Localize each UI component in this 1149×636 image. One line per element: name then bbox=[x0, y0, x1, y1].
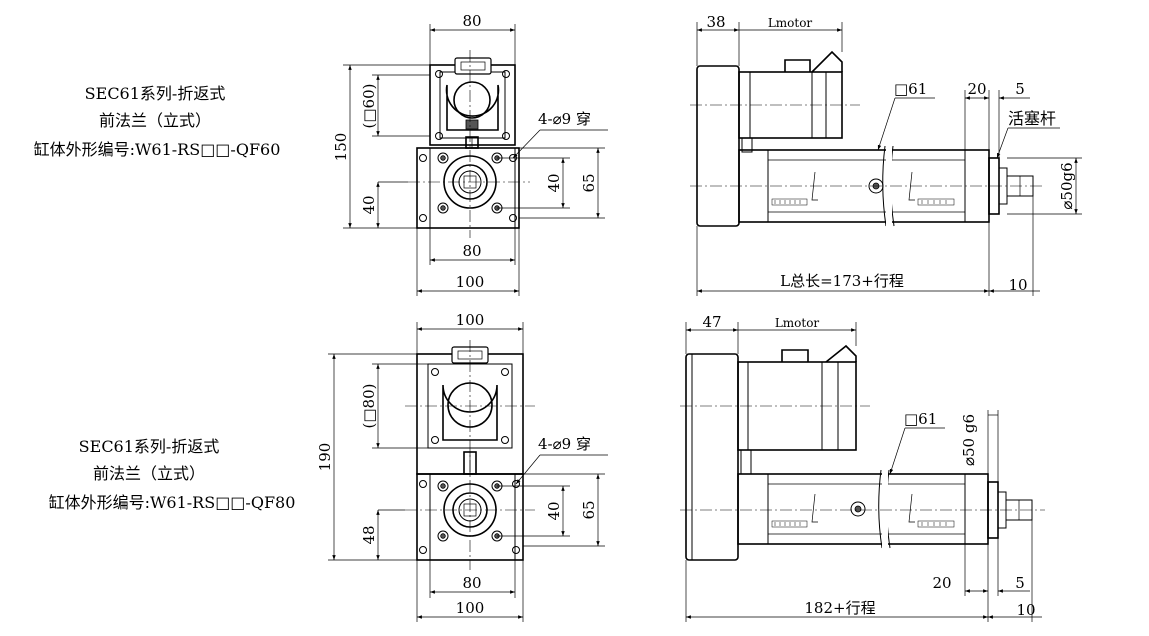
top-dim-rod-b: 5 bbox=[1015, 80, 1025, 98]
top-dim-flange-width: 100 bbox=[456, 273, 485, 291]
bottom-dim-rod-b: 5 bbox=[1015, 574, 1025, 592]
bottom-dim-height-total: 190 bbox=[316, 443, 334, 472]
bottom-dim-width-top: 100 bbox=[456, 311, 485, 329]
bottom-holes-label: 4-⌀9 穿 bbox=[538, 435, 591, 453]
bottom-dim-bottom-height: 48 bbox=[360, 525, 378, 544]
bottom-dim-inner-width: 80 bbox=[462, 574, 481, 592]
top-dim-total-length: L总长=173+行程 bbox=[780, 272, 904, 290]
top-dim-rod-diameter: ⌀50g6 bbox=[1058, 162, 1076, 209]
bottom-dim-flange-width: 100 bbox=[456, 599, 485, 617]
top-dim-inner-width: 80 bbox=[462, 242, 481, 260]
top-dim-width-top: 80 bbox=[462, 12, 481, 30]
top-title-series: SEC61系列-折返式 bbox=[85, 84, 226, 103]
top-dim-height-total: 150 bbox=[332, 133, 350, 162]
top-dim-bottom-height: 40 bbox=[360, 195, 378, 214]
top-rod-label: 活塞杆 bbox=[1008, 109, 1056, 128]
top-dim-tube-square: □61 bbox=[894, 80, 927, 98]
bottom-side-view: 47 Lmotor □61 ⌀50 g6 20 5 182+行程 10 bbox=[680, 313, 1045, 622]
top-holes-label: 4-⌀9 穿 bbox=[538, 110, 591, 128]
top-title-mount: 前法兰（立式） bbox=[99, 111, 211, 130]
bottom-model-label: 缸体外形编号:W61-RS□□-QF80 bbox=[49, 493, 296, 512]
top-dim-flange-height: 65 bbox=[580, 173, 598, 192]
bottom-dim-total-length: 182+行程 bbox=[804, 599, 875, 617]
bottom-side-flange bbox=[685, 353, 739, 561]
bottom-dim-rod-a: 20 bbox=[932, 574, 951, 592]
top-front-motor-box bbox=[429, 64, 516, 146]
bottom-dim-inner-height: 40 bbox=[545, 501, 563, 520]
bottom-front-view: 100 (□80) 190 48 40 65 4-⌀9 穿 80 bbox=[316, 311, 608, 622]
bottom-title-mount: 前法兰（立式） bbox=[93, 464, 205, 483]
bottom-dim-flange-thick: 47 bbox=[702, 313, 721, 331]
top-dim-end-length: 10 bbox=[1008, 276, 1027, 294]
top-side-flange bbox=[696, 65, 740, 227]
top-dim-flange-thick: 38 bbox=[706, 13, 725, 31]
top-dim-rod-a: 20 bbox=[967, 80, 986, 98]
top-dim-motor-length: Lmotor bbox=[768, 16, 813, 30]
top-side-view: 38 Lmotor □61 20 5 活塞杆 ⌀50g6 L总长=173+行程 … bbox=[690, 13, 1082, 296]
top-front-view: 80 (□60) 150 40 40 65 4-⌀9 穿 80 bbox=[332, 12, 608, 296]
top-dim-motor-square: (□60) bbox=[360, 84, 378, 129]
bottom-side-tube bbox=[737, 473, 989, 545]
bottom-dim-flange-height: 65 bbox=[580, 500, 598, 519]
bottom-dim-end-length: 10 bbox=[1016, 601, 1035, 619]
bottom-dim-motor-length: Lmotor bbox=[775, 316, 820, 330]
bottom-title-series: SEC61系列-折返式 bbox=[79, 437, 220, 456]
bottom-dim-rod-diameter: ⌀50 g6 bbox=[960, 414, 978, 466]
top-dim-inner-height: 40 bbox=[545, 173, 563, 192]
bottom-dim-motor-square: (□80) bbox=[360, 384, 378, 429]
bottom-dim-tube-square: □61 bbox=[904, 410, 937, 428]
top-front-flange bbox=[416, 147, 520, 229]
top-model-label: 缸体外形编号:W61-RS□□-QF60 bbox=[34, 140, 281, 159]
